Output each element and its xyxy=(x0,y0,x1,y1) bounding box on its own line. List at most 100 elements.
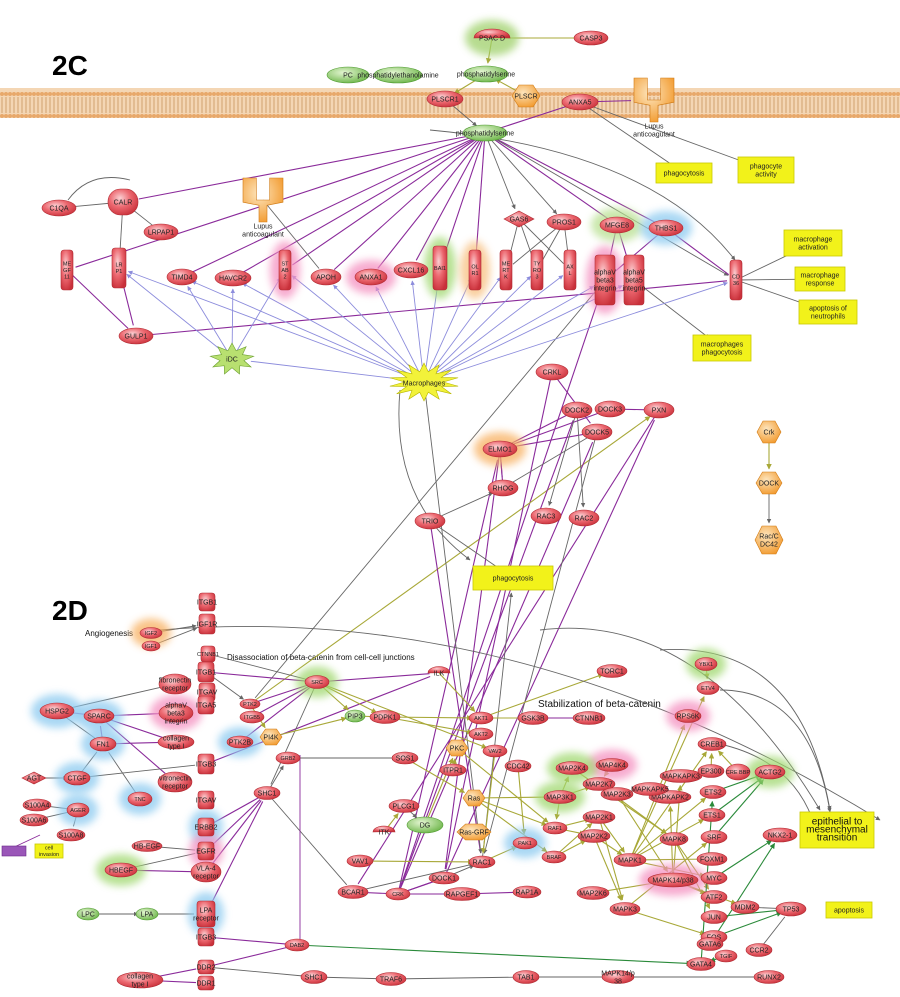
node-d-mapk14: MAPK14/p38 xyxy=(647,872,699,888)
edge-ps_mid-apoh xyxy=(333,132,486,271)
edge-ps_mid-anxa1 xyxy=(377,132,486,269)
node-label: ITK xyxy=(379,829,390,836)
node-d-ddr1: DDR1 xyxy=(196,975,216,991)
node-label: TGIF xyxy=(720,954,733,960)
node-d-tgif: TGIF xyxy=(714,949,738,963)
node-label: MAP2K6 xyxy=(579,890,607,897)
node-label: MAP2K1 xyxy=(585,814,613,821)
node-label: SHC1 xyxy=(305,974,324,981)
node-label: DOCK2 xyxy=(565,407,589,414)
node-c-anxa5: ANXA5 xyxy=(561,93,599,111)
edge-calr-c1qa-curve xyxy=(67,177,131,201)
node-label: TNC xyxy=(134,797,145,803)
node-label: C1QA xyxy=(49,205,68,212)
node-d-grb2: GRB2 xyxy=(275,751,301,765)
node-d-ets1: ETS1 xyxy=(698,808,726,822)
edge-ps_mid-calr xyxy=(138,132,486,200)
node-d-ptk2: PTK2 xyxy=(239,698,261,710)
node-d-actg2: ACTG2 xyxy=(754,764,786,780)
edge-mapk1-creb1 xyxy=(629,751,707,861)
node-d-sparc: SPARC xyxy=(83,708,115,724)
node-d-map2k2: MAP2K2 xyxy=(577,829,611,843)
node-d-itgb3: ITGB3 xyxy=(196,753,216,775)
node-d-braf: BRAF xyxy=(541,850,567,864)
node-c-trio: TRIO xyxy=(414,512,446,530)
node-d-igf2: IGF2 xyxy=(139,627,163,639)
node-label: DOCK5 xyxy=(585,429,609,436)
node-d-lpc: LPC xyxy=(76,907,100,921)
node-d-mapk8: MAPK8 xyxy=(659,832,689,846)
node-d-cdc42: CDC42 xyxy=(504,759,532,773)
node-c-pros1: PROS1 xyxy=(546,213,582,231)
node-label: LPC xyxy=(81,911,95,918)
node-label: S100A4 xyxy=(25,802,50,809)
edge-macrophages-lrp1 xyxy=(127,270,425,383)
node-c-rac3: RAC3 xyxy=(530,507,562,525)
node-label: YBX1 xyxy=(699,662,713,668)
node-label: SRF xyxy=(707,834,721,841)
node-c-phagocytosis2: phagocytosis xyxy=(472,565,554,591)
node-label: CTNNB1 xyxy=(197,652,219,658)
node-c-lrpap1: LRPAP1 xyxy=(143,223,179,241)
node-c-idc: iDC xyxy=(209,342,255,375)
disassociation-label: Disassociation of beta-catenin from cell… xyxy=(227,653,415,662)
node-label: MAPK1 xyxy=(618,857,642,864)
node-label: ANXA1 xyxy=(360,274,383,281)
edge-macrophages-integrin1 xyxy=(423,285,595,383)
node-d-lpa: LPA xyxy=(135,907,159,921)
node-d-ep300: EP300 xyxy=(697,764,725,778)
edge-ps_mid-cxcl16 xyxy=(415,132,486,261)
node-d-rps6k: RPS6K xyxy=(674,709,702,723)
node-d-akt1: AKT1 xyxy=(468,711,494,725)
edge-dab2-gata4 xyxy=(296,944,693,967)
node-label: PXN xyxy=(652,407,666,414)
node-d-mdm2: MDM2 xyxy=(730,900,760,914)
node-label: phosphatidylethanolamine xyxy=(357,72,438,79)
node-c-gas6: GAS6 xyxy=(503,210,535,228)
node-c-pxn: PXN xyxy=(643,401,675,419)
node-label: CRKL xyxy=(543,369,562,376)
node-label: DG xyxy=(420,822,431,829)
edge-ps_mid-thbs1 xyxy=(484,132,657,224)
node-d-foxm1: FOXM1 xyxy=(696,852,728,866)
node-label: ETS1 xyxy=(703,812,721,819)
edge-ras-raf1 xyxy=(473,797,548,826)
node-d-s100a8: S100A8 xyxy=(56,828,86,842)
edge-ps_mid-timd4 xyxy=(191,132,486,273)
node-c-plscr1: PLSCR1 xyxy=(426,90,464,108)
apoptosis-label: apoptosis xyxy=(834,907,864,914)
node-label: HB-EGF xyxy=(134,843,160,850)
node-label: GULP1 xyxy=(125,333,148,340)
node-label: BRAF xyxy=(547,855,562,861)
edge-macrophages-havcr2 xyxy=(242,282,425,383)
node-label: DOCK3 xyxy=(598,406,622,413)
node-d-s100a4: S100A4 xyxy=(22,798,52,812)
node-d-ctnnb1: CTNNB1 xyxy=(197,645,219,663)
node-label: MAP2K3 xyxy=(603,791,631,798)
node-label: MAP2K2 xyxy=(580,833,608,840)
node-label: SRC xyxy=(311,680,323,686)
node-label: MFGE8 xyxy=(605,222,629,229)
node-d-rac1: RAC1 xyxy=(468,855,496,869)
node-c-calr: CALR xyxy=(107,188,139,216)
node-label: CRK xyxy=(392,892,404,898)
node-label: TAB1 xyxy=(518,974,535,981)
node-label: ITGB1 xyxy=(196,669,216,676)
